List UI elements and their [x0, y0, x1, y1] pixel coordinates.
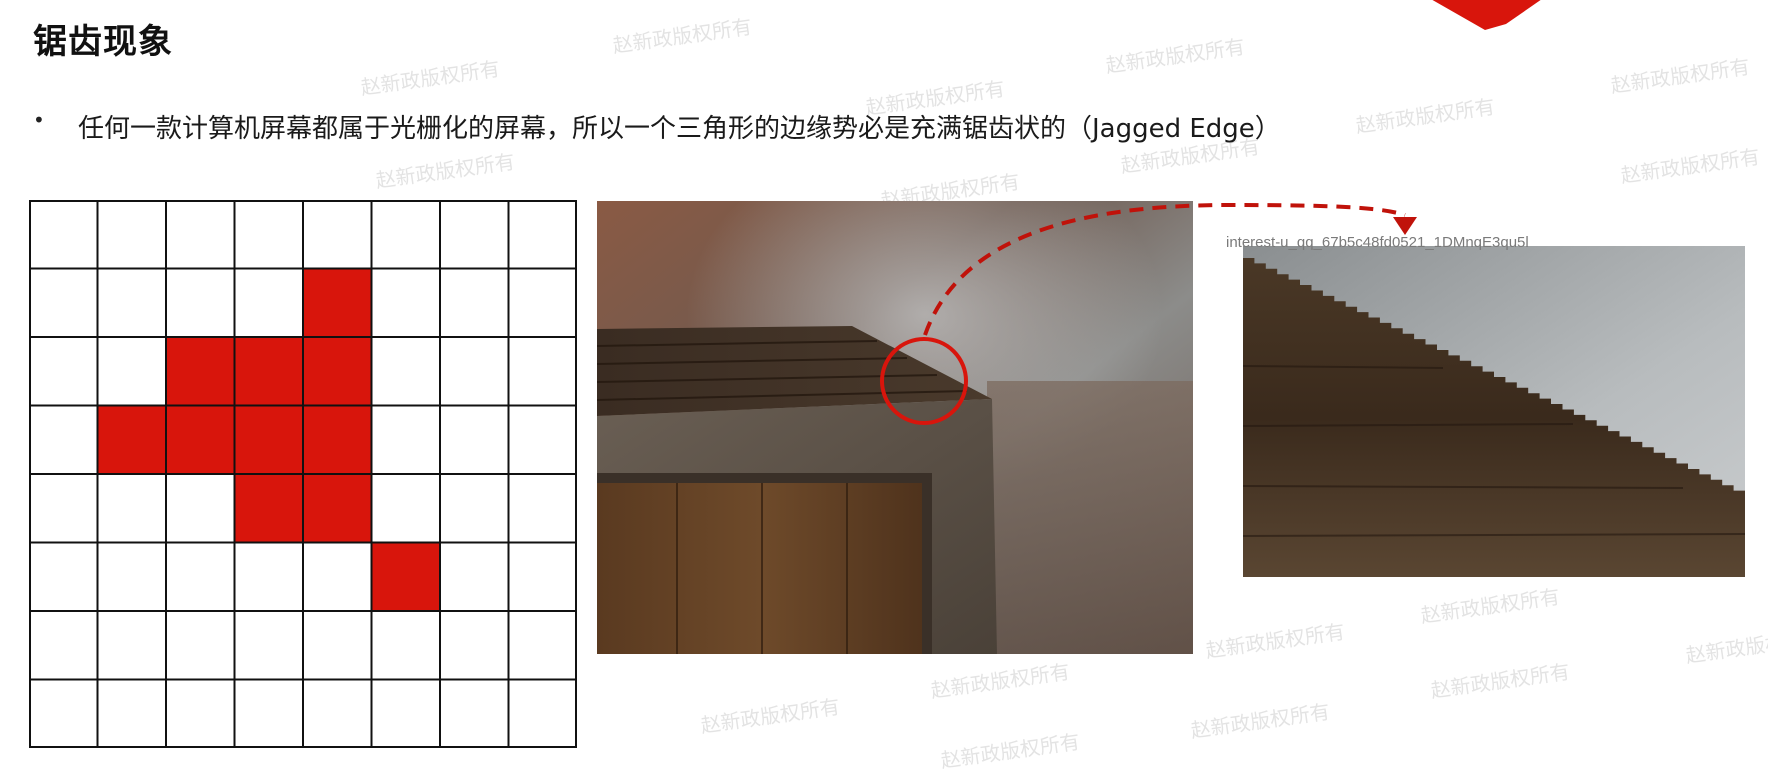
empty-pixel — [370, 610, 441, 681]
corner-decoration — [1415, 0, 1555, 30]
empty-pixel — [29, 267, 99, 338]
bullet-marker: • — [33, 108, 45, 132]
empty-pixel — [439, 404, 510, 475]
empty-pixel — [165, 473, 236, 544]
empty-pixel — [507, 267, 577, 338]
empty-pixel — [165, 678, 236, 748]
empty-pixel — [439, 200, 510, 270]
empty-pixel — [370, 473, 441, 544]
empty-pixel — [233, 541, 304, 612]
filled-pixel — [233, 336, 304, 407]
watermark: 赵新政版权所有 — [1619, 144, 1762, 188]
watermark: 赵新政版权所有 — [1609, 54, 1752, 98]
empty-pixel — [370, 267, 441, 338]
empty-pixel — [29, 473, 99, 544]
empty-pixel — [29, 678, 99, 748]
watermark: 赵新政版权所有 — [1104, 34, 1247, 78]
empty-pixel — [233, 267, 304, 338]
empty-pixel — [165, 610, 236, 681]
empty-pixel — [29, 404, 99, 475]
filled-pixel — [233, 404, 304, 475]
watermark: 赵新政版权所有 — [1419, 584, 1562, 628]
empty-pixel — [96, 678, 167, 748]
empty-pixel — [507, 678, 577, 748]
empty-pixel — [29, 541, 99, 612]
empty-pixel — [165, 541, 236, 612]
empty-pixel — [370, 336, 441, 407]
empty-pixel — [302, 610, 373, 681]
empty-pixel — [439, 473, 510, 544]
empty-pixel — [96, 267, 167, 338]
page-title: 锯齿现象 — [33, 22, 173, 62]
empty-pixel — [96, 200, 167, 270]
jagged-edge-zoom-image — [1243, 246, 1745, 577]
empty-pixel — [439, 267, 510, 338]
watermark: 赵新政版权所有 — [1189, 699, 1332, 743]
empty-pixel — [233, 678, 304, 748]
watermark: 赵新政版权所有 — [939, 729, 1082, 773]
empty-pixel — [96, 610, 167, 681]
watermark: 赵新政版权所有 — [1354, 94, 1497, 138]
dashed-arrow — [923, 202, 1417, 336]
empty-pixel — [507, 404, 577, 475]
empty-pixel — [165, 200, 236, 270]
watermark: 赵新政版权所有 — [611, 14, 754, 58]
empty-pixel — [302, 678, 373, 748]
filled-pixel — [233, 473, 304, 544]
empty-pixel — [439, 541, 510, 612]
filled-pixel — [302, 336, 373, 407]
filled-pixel — [302, 473, 373, 544]
empty-pixel — [507, 200, 577, 270]
empty-pixel — [439, 678, 510, 748]
filled-pixel — [370, 541, 441, 612]
empty-pixel — [165, 267, 236, 338]
pixel-grid — [29, 200, 577, 748]
empty-pixel — [370, 200, 441, 270]
empty-pixel — [507, 541, 577, 612]
empty-pixel — [370, 404, 441, 475]
empty-pixel — [29, 200, 99, 270]
filled-pixel — [302, 404, 373, 475]
empty-pixel — [302, 541, 373, 612]
empty-pixel — [507, 336, 577, 407]
empty-pixel — [439, 610, 510, 681]
crate-render-image — [597, 201, 1193, 654]
empty-pixel — [439, 336, 510, 407]
bullet-text: 任何一款计算机屏幕都属于光栅化的屏幕，所以一个三角形的边缘势必是充满锯齿状的（J… — [78, 114, 1281, 144]
image-caption: interest-u_qq_67b5c48fd0521_1DMnqE3qu5l — [1226, 234, 1529, 251]
empty-pixel — [507, 473, 577, 544]
watermark: 赵新政版权所有 — [1204, 619, 1347, 663]
empty-pixel — [96, 336, 167, 407]
filled-pixel — [302, 267, 373, 338]
empty-pixel — [29, 336, 99, 407]
empty-pixel — [233, 610, 304, 681]
filled-pixel — [165, 404, 236, 475]
filled-pixel — [96, 404, 167, 475]
empty-pixel — [302, 200, 373, 270]
empty-pixel — [29, 610, 99, 681]
watermark: 赵新政版权所有 — [929, 659, 1072, 703]
watermark: 赵新政版权所有 — [699, 694, 842, 738]
filled-pixel — [165, 336, 236, 407]
empty-pixel — [96, 473, 167, 544]
watermark: 赵新政版权所有 — [1429, 659, 1572, 703]
watermark: 赵新政版权所有 — [374, 149, 517, 193]
empty-pixel — [96, 541, 167, 612]
empty-pixel — [370, 678, 441, 748]
watermark: 赵新政版权所有 — [359, 56, 502, 100]
empty-pixel — [507, 610, 577, 681]
empty-pixel — [233, 200, 304, 270]
watermark: 赵新政版权所有 — [1684, 624, 1768, 668]
